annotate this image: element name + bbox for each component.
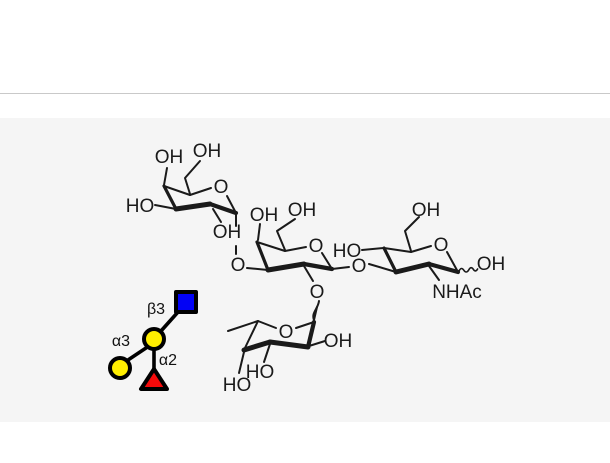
bond: [446, 251, 459, 273]
ring-glcnac: HO OH O OH NHAc: [333, 200, 506, 303]
ring-gal-alpha3: OH OH O HO OH: [126, 141, 242, 255]
bond-wedge: [207, 201, 239, 216]
beta3-linkage-label: β3: [147, 301, 165, 318]
wavy-anomeric-bond: [458, 266, 479, 273]
fucose-triangle-icon: [139, 367, 169, 391]
linkage-alpha2: O: [310, 282, 325, 321]
snfg-linkage-line-alpha3: [126, 346, 148, 362]
bond-wedge: [267, 339, 311, 350]
bond: [226, 195, 237, 214]
bond: [163, 167, 168, 186]
ho-label: HO: [333, 241, 362, 262]
bond-wedge: [241, 339, 273, 353]
glycosidic-oxygen-label: O: [352, 256, 367, 277]
bond: [361, 247, 385, 251]
ring-oxygen-label: O: [214, 177, 229, 198]
bond: [428, 265, 440, 281]
glycosidic-oxygen-label: O: [231, 255, 246, 276]
ho-label: HO: [126, 196, 155, 217]
linkage-alpha3: O: [231, 255, 269, 276]
bond-wedge: [255, 240, 270, 272]
oh-label: OH: [155, 147, 184, 168]
ring-fucose: O OH HO HO: [223, 306, 353, 396]
oh-label: OH: [324, 331, 353, 352]
bond-wedge: [162, 184, 178, 211]
snfg-cartoon: β3 α3 α2: [108, 290, 198, 391]
bond: [189, 187, 212, 196]
oh-label: OH: [288, 200, 317, 221]
nhac-label: NHAc: [432, 282, 482, 303]
bond: [163, 185, 191, 196]
ho-label: HO: [246, 362, 275, 383]
ring-gal-core: OH OH O: [250, 200, 350, 282]
bond: [154, 204, 177, 210]
alpha3-linkage-label: α3: [112, 333, 130, 350]
bond: [303, 265, 314, 282]
bond: [256, 241, 286, 252]
ho-label: HO: [223, 375, 252, 396]
oh-label: OH: [213, 222, 242, 243]
bond: [404, 216, 420, 252]
bond: [295, 321, 315, 329]
glcnac-square-icon: [174, 290, 198, 314]
bond: [284, 246, 307, 252]
snfg-linkage-line-beta3: [159, 310, 180, 333]
bond: [246, 267, 269, 271]
oh-label: OH: [193, 141, 222, 162]
ring-oxygen-label: O: [434, 235, 449, 256]
bond: [313, 306, 318, 321]
bond: [243, 320, 259, 351]
bond-wedge: [301, 261, 335, 272]
bond: [257, 320, 277, 329]
bond: [331, 266, 350, 270]
oh-label: OH: [250, 205, 279, 226]
bond: [368, 263, 397, 273]
bond: [238, 351, 245, 374]
bond-wedge: [305, 319, 317, 350]
bond-wedge: [265, 261, 307, 273]
bond: [308, 340, 326, 347]
bond: [410, 245, 432, 253]
alpha2-linkage-label: α2: [159, 352, 177, 369]
bond: [383, 247, 412, 253]
oh-label: OH: [412, 200, 441, 221]
divider-line: [0, 93, 610, 94]
ring-oxygen-label: O: [309, 236, 324, 257]
bond-wedge: [173, 201, 213, 212]
bond-methyl: [227, 320, 259, 332]
structure-canvas-background: [0, 118, 610, 422]
bond: [276, 218, 296, 251]
glycosidic-oxygen-label: O: [310, 282, 325, 303]
bond: [212, 208, 222, 223]
bond: [263, 343, 271, 363]
galactose-circle-icon: [142, 327, 166, 351]
bond: [321, 252, 333, 270]
linkage-beta3: O: [352, 256, 397, 277]
bond-wedge: [382, 246, 398, 274]
anomeric-oh-label: OH: [477, 254, 506, 275]
bond-wedge: [426, 261, 461, 275]
bond: [184, 160, 201, 195]
bond: [257, 223, 261, 241]
ring-oxygen-label: O: [279, 322, 294, 343]
galactose-circle-icon: [108, 356, 132, 380]
bond-wedge: [393, 261, 432, 275]
